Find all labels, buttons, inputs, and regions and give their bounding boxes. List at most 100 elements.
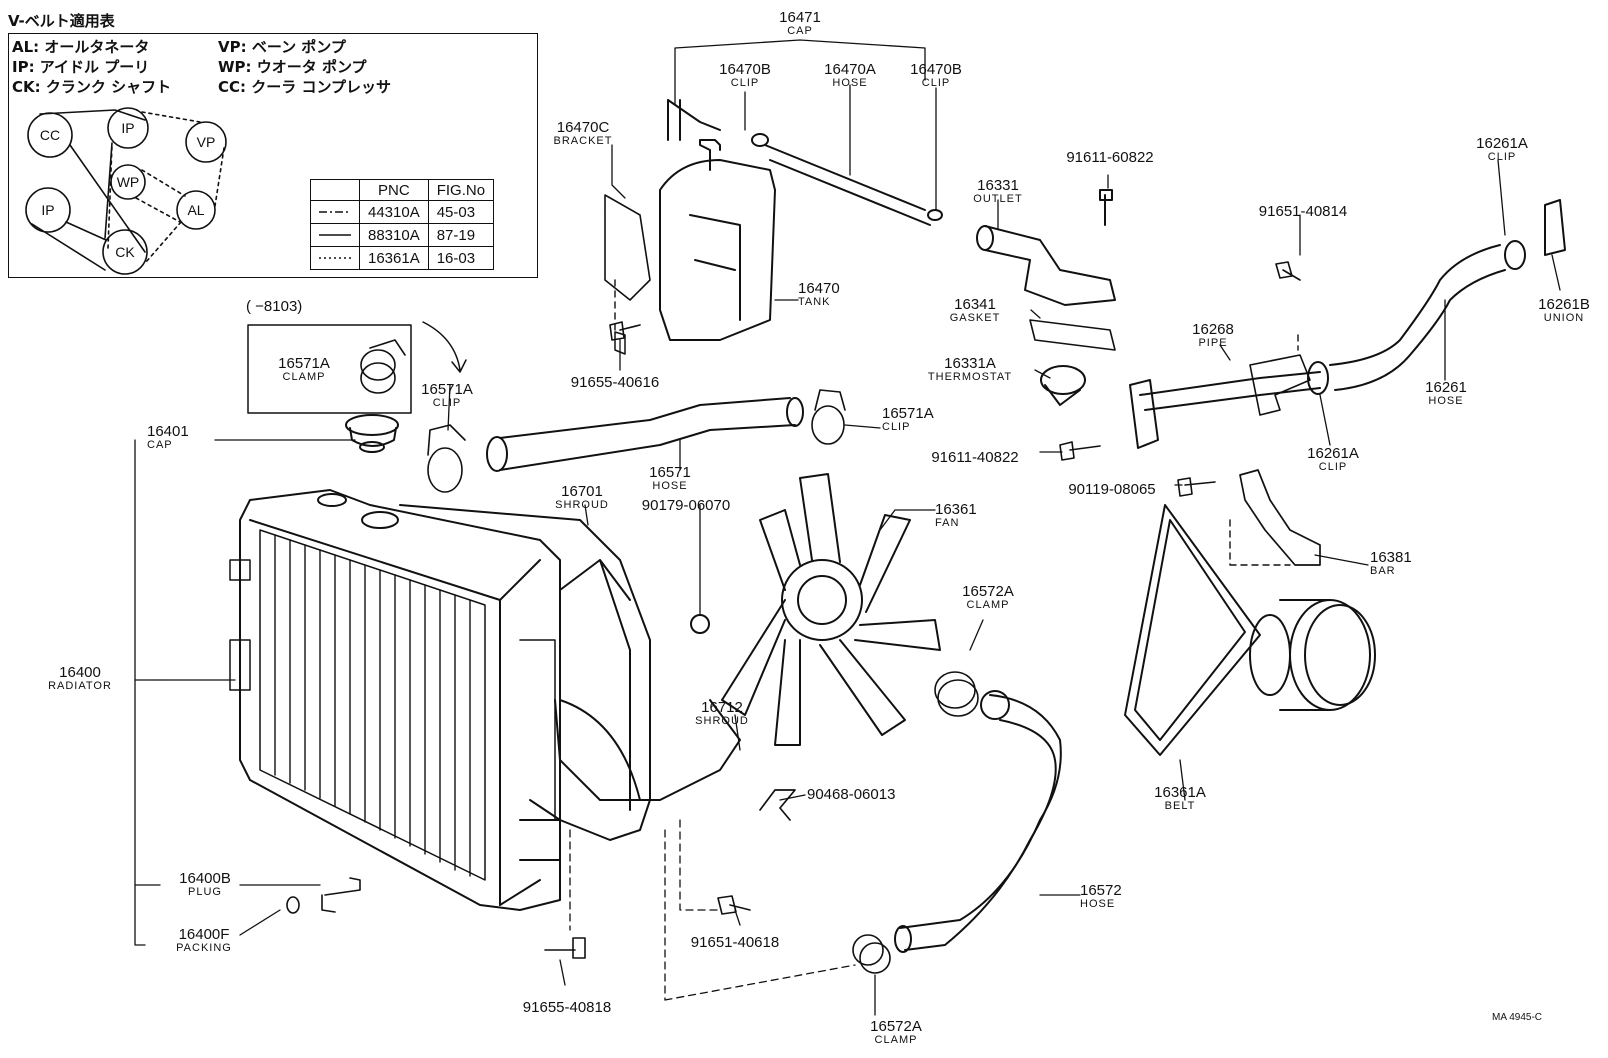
part-number-16571a: 16571A xyxy=(882,405,934,422)
part-number-16572a: 16572A xyxy=(870,1018,922,1035)
table-row: 16361A 16-03 xyxy=(310,246,495,270)
table-row: 44310A 45-03 xyxy=(310,200,495,224)
legend-abbrev-ck: CK: クランク シャフト xyxy=(12,78,172,96)
part-number-16341: 16341 xyxy=(954,296,996,313)
inset-range-label: ( −8103) xyxy=(246,298,303,315)
part-number-16470: 16470 xyxy=(798,280,840,297)
part-name-shroud: SHROUD xyxy=(555,499,609,511)
part-number-16401: 16401 xyxy=(147,423,189,440)
line-swatch-dotted xyxy=(310,246,360,270)
part-number-16571: 16571 xyxy=(649,464,691,481)
part-name-bar: BAR xyxy=(1370,565,1396,577)
part-number-16261a: 16261A xyxy=(1476,135,1528,152)
upper-hose-drawing xyxy=(486,397,804,472)
table-cell-pnc: 44310A xyxy=(359,200,429,224)
part-number-16381: 16381 xyxy=(1370,549,1412,566)
pulley-label-wp: WP xyxy=(116,174,140,190)
part-name-clamp: CLAMP xyxy=(966,599,1010,611)
reserve-tank-drawing xyxy=(604,99,776,355)
part-name-clip: CLIP xyxy=(921,77,951,89)
inset-arrow xyxy=(422,321,467,373)
lower-hose-drawing xyxy=(894,690,1062,953)
part-name-shroud: SHROUD xyxy=(695,715,749,727)
pulley-label-ck: CK xyxy=(115,244,135,260)
pulley-label-ip-top: IP xyxy=(121,120,135,136)
part-number-16712: 16712 xyxy=(701,699,743,716)
water-outlet-drawing xyxy=(976,189,1116,406)
legend-title: V-ベルト適用表 xyxy=(8,12,115,30)
nut-drawing xyxy=(690,614,710,634)
radiator-drawing xyxy=(229,489,561,911)
part-number-16470c: 16470C xyxy=(556,119,610,136)
part-name-hose: HOSE xyxy=(1428,395,1464,407)
part-name-clip: CLIP xyxy=(882,421,911,433)
part-number-16331: 16331 xyxy=(977,177,1019,194)
water-pump-pulley-drawing xyxy=(1249,599,1376,711)
table-cell-pnc: 16361A xyxy=(359,246,429,270)
part-name-gasket: GASKET xyxy=(949,312,1001,324)
part-number-91651-40618: 91651-40618 xyxy=(690,934,780,951)
inset-box xyxy=(247,324,412,414)
belt-routing-diagram xyxy=(25,107,227,275)
part-name-plug: PLUG xyxy=(188,886,222,898)
part-name-clip: CLIP xyxy=(432,397,462,409)
table-header-line xyxy=(310,179,360,201)
pulley-label-cc: CC xyxy=(39,127,61,143)
shroud-drawing xyxy=(399,504,741,841)
line-swatch-dash-dot xyxy=(310,200,360,224)
part-number-16701: 16701 xyxy=(561,483,603,500)
part-name-thermostat: THERMOSTAT xyxy=(927,371,1013,383)
adjusting-bar-drawing xyxy=(1229,469,1321,566)
part-number-90179-06070: 90179-06070 xyxy=(641,497,731,514)
part-number-16470b: 16470B xyxy=(719,61,771,78)
part-number-16571a: 16571A xyxy=(421,381,473,398)
table-header-row: PNC FIG.No xyxy=(310,179,495,201)
part-number-16400: 16400 xyxy=(59,664,101,681)
part-number-16268: 16268 xyxy=(1192,321,1234,338)
figure-reference: MA 4945-C xyxy=(1492,1012,1543,1023)
pulley-label-ip-left: IP xyxy=(41,202,55,218)
part-name-outlet: OUTLET xyxy=(973,193,1023,205)
part-name-belt: BELT xyxy=(1164,800,1196,812)
part-name-clamp: CLAMP xyxy=(282,371,326,383)
part-name-hose: HOSE xyxy=(832,77,868,89)
shroud-clip-drawing xyxy=(759,789,796,821)
part-name-tank: TANK xyxy=(798,296,831,308)
belt-drawing xyxy=(1124,504,1261,756)
part-name-cap: CAP xyxy=(147,439,173,451)
part-number-16571a: 16571A xyxy=(278,355,330,372)
bolt-drawings xyxy=(286,261,1301,959)
part-number-16572: 16572 xyxy=(1080,882,1122,899)
part-name-clip: CLIP xyxy=(1487,151,1517,163)
lower-clamp-drawings xyxy=(852,671,979,974)
part-name-radiator: RADIATOR xyxy=(48,680,112,692)
part-name-hose: HOSE xyxy=(1080,898,1116,910)
part-name-clamp: CLAMP xyxy=(874,1034,918,1046)
part-number-16261: 16261 xyxy=(1425,379,1467,396)
hose-clip-drawings xyxy=(360,339,846,493)
table-cell-fig: 45-03 xyxy=(427,200,495,224)
part-name-bracket: BRACKET xyxy=(553,135,613,147)
part-number-16361: 16361 xyxy=(935,501,977,518)
part-number-91655-40616: 91655-40616 xyxy=(570,374,660,391)
part-number-16470b: 16470B xyxy=(910,61,962,78)
part-name-cap: CAP xyxy=(787,25,813,37)
part-name-packing: PACKING xyxy=(176,942,232,954)
bypass-pipe-drawing xyxy=(1129,334,1321,449)
table-cell-fig: 16-03 xyxy=(427,246,495,270)
part-number-16400b: 16400B xyxy=(179,870,231,887)
pulley-label-vp: VP xyxy=(196,134,216,150)
part-name-fan: FAN xyxy=(935,517,960,529)
legend-abbrev-vp: VP: ベーン ポンプ xyxy=(218,38,346,56)
table-cell-fig: 87-19 xyxy=(427,223,495,247)
legend-abbrev-ip: IP: アイドル プーリ xyxy=(12,58,150,76)
part-number-16261b: 16261B xyxy=(1538,296,1590,313)
part-number-16331a: 16331A xyxy=(944,355,996,372)
part-number-91651-40814: 91651-40814 xyxy=(1258,203,1348,220)
part-number-91611-40822: 91611-40822 xyxy=(931,449,1019,466)
part-number-16471: 16471 xyxy=(779,9,821,26)
fan-drawing xyxy=(721,473,941,746)
legend-abbrev-cc: CC: クーラ コンプレッサ xyxy=(218,78,392,96)
part-number-90119-08065: 90119-08065 xyxy=(1068,481,1156,498)
table-cell-pnc: 88310A xyxy=(359,223,429,247)
